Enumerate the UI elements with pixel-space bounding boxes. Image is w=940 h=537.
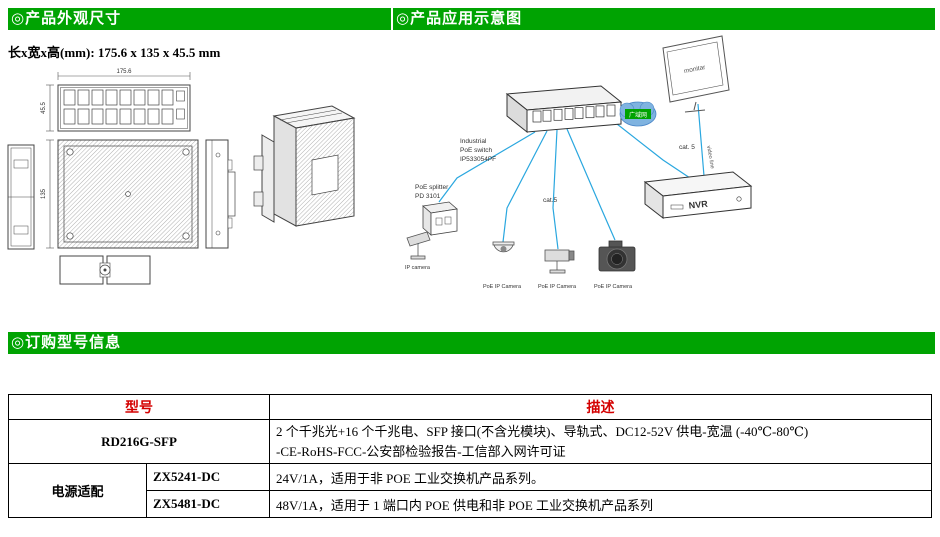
section-title-application: ◎产品应用示意图 [396,11,523,27]
switch-ports [532,104,616,123]
model-rd216g-sfp: RD216G-SFP [8,419,270,464]
splitter-label-line1: PoE splitter [415,184,449,191]
poe-switch-device [505,85,623,134]
dim-width-label: 175.6 [116,69,132,75]
switch-label-line1: Industrial [460,138,487,145]
bottom-view [59,255,151,285]
top-view [57,139,199,249]
desc-rd216g-line1: 2 个千兆光+16 个千兆电、SFP 接口(不含光模块)、导轨式、DC12-52… [276,424,809,439]
dim-height-label: 45.5 [41,102,47,114]
section-header-application: ◎产品应用示意图 [393,8,935,30]
col-header-description: 描述 [269,394,932,420]
ip-camera-device [406,231,431,260]
video-line-label: video line [705,145,715,169]
model-zx5241-dc: ZX5241-DC [146,463,270,491]
splitter-label-line2: PD 3101 [415,193,441,200]
section-title-dimensions: ◎产品外观尺寸 [11,11,122,27]
section-title-ordering: ◎订购型号信息 [11,335,122,351]
poe-camera2-label: PoE IP Camera [538,284,577,290]
ip-camera-label: IP camera [405,265,431,271]
desc-zx5481-dc: 48V/1A，适用于 1 端口内 POE 供电和非 POE 工业交换机产品系列 [269,490,932,518]
right-side-view [205,139,236,249]
dimensions-text: 长x宽x高(mm): 175.6 x 135 x 45.5 mm [8,45,221,60]
wan-cloud-icon: 广域网 [619,101,657,127]
poe-splitter-device [422,201,458,236]
bullet-camera-device [544,249,575,274]
dslr-camera-device [598,240,636,272]
left-side-view [7,144,35,250]
poe-camera3-label: PoE IP Camera [594,284,633,290]
desc-rd216g-sfp: 2 个千兆光+16 个千兆电、SFP 接口(不含光模块)、导轨式、DC12-52… [269,419,932,464]
col-header-model: 型号 [8,394,270,420]
nvr-device [643,171,753,220]
width-dimension-line [57,72,191,80]
nvr-label: NVR [688,199,708,211]
product-dimension-drawing: 175.6 45.5 135 [7,69,356,285]
cat5-label-right: cat. 5 [679,144,695,151]
model-zx5481-dc: ZX5481-DC [146,490,270,518]
table-row-zx5481: ZX5481-DC 48V/1A，适用于 1 端口内 POE 供电和非 POE … [9,490,932,518]
switch-label-line2: PoE switch [460,147,493,154]
application-diagram: Industrial PoE switch IP533054PF 广域网 mon… [405,35,753,290]
height-dimension-line [46,84,54,132]
depth-dimension-line [46,139,54,249]
monitor-device [662,35,730,113]
table-row-zx5241: 电源适配 ZX5241-DC 24V/1A，适用于非 POE 工业交换机产品系列… [8,463,932,518]
front-panel-view [57,84,191,132]
desc-rd216g-line2: -CE-RoHS-FCC-公安部检验报告-工信部入网许可证 [276,443,566,459]
rj45-port-row-top [63,89,174,106]
rj45-port-row-bottom [63,108,174,125]
table-row-rd216g: RD216G-SFP 2 个千兆光+16 个千兆电、SFP 接口(不含光模块)、… [8,419,932,464]
cat5-label-mid: cat.5 [543,197,557,204]
table-header-row: 型号 描述 [8,394,932,420]
monitor-label: monitar [683,64,706,75]
wan-cloud-label: 广域网 [629,111,647,119]
poe-camera1-label: PoE IP Camera [483,284,522,290]
section-header-dimensions: ◎产品外观尺寸 [8,8,391,30]
section-header-ordering: ◎订购型号信息 [8,332,935,354]
dim-depth-label: 135 [41,188,47,199]
dome-camera-device [492,241,515,253]
ordering-table: 型号 描述 RD216G-SFP 2 个千兆光+16 个千兆电、SFP 接口(不… [8,394,932,518]
perspective-view [253,105,356,227]
desc-zx5241-dc: 24V/1A，适用于非 POE 工业交换机产品系列。 [269,463,932,491]
switch-label-line3: IP533054PF [460,156,496,163]
sfp-port-block [176,90,185,120]
group-power-adapter: 电源适配 [8,463,147,518]
